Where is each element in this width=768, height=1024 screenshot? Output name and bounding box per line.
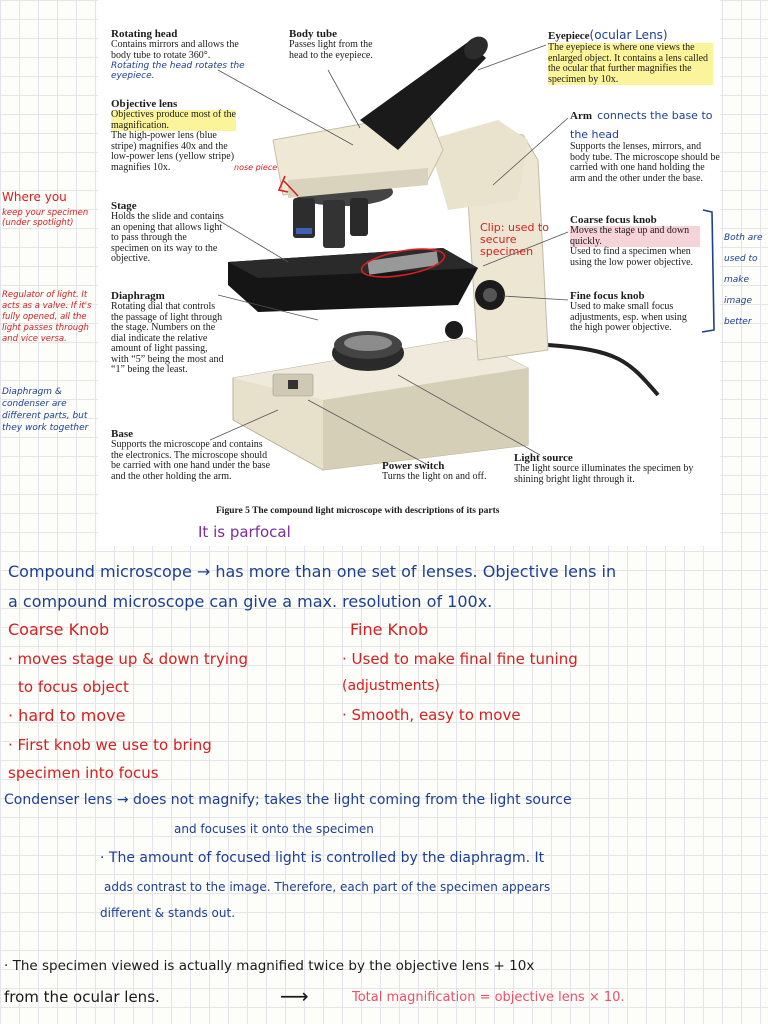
fine-focus-title: Fine focus knob bbox=[570, 290, 645, 302]
fine-knob-line2: (adjustments) bbox=[342, 678, 440, 694]
both-knobs-note: Both are used to make image better bbox=[724, 233, 763, 327]
magnification-arrow: ⟶ bbox=[280, 984, 309, 1008]
light-source-block: Light source The light source illuminate… bbox=[514, 452, 694, 485]
clip-note: Clip: used to secure specimen bbox=[480, 221, 549, 258]
coarse-knob-title: Coarse Knob bbox=[8, 620, 110, 639]
power-switch-text: Turns the light on and off. bbox=[382, 471, 487, 482]
base-title: Base bbox=[111, 428, 133, 440]
coarse-knob-line3: · hard to move bbox=[8, 706, 126, 725]
nose-piece-note: nose piece bbox=[234, 163, 278, 172]
coarse-knob-line2: to focus object bbox=[18, 678, 129, 696]
fine-knob-title: Fine Knob bbox=[350, 620, 429, 639]
coarse-focus-text: Used to find a specimen when using the l… bbox=[570, 246, 694, 268]
stage-block: Stage Holds the slide and contains an op… bbox=[111, 200, 226, 265]
arm-title: Arm bbox=[570, 110, 592, 122]
diaphragm-block: Diaphragm Rotating dial that controls th… bbox=[111, 290, 226, 376]
rotating-head-block: Rotating head Contains mirrors and allow… bbox=[111, 28, 251, 81]
diaphragm-text: Rotating dial that controls the passage … bbox=[111, 301, 224, 375]
diaphragm-contrast-line3: different & stands out. bbox=[100, 906, 236, 920]
power-switch-title: Power switch bbox=[382, 460, 445, 472]
eyepiece-note: (ocular Lens) bbox=[589, 28, 668, 42]
coarse-knob-line1: · moves stage up & down trying bbox=[8, 650, 249, 668]
eyepiece-text: The eyepiece is where one views the enla… bbox=[548, 42, 713, 85]
compound-note-line2: a compound microscope can give a max. re… bbox=[8, 592, 493, 611]
fine-knob-line3: · Smooth, easy to move bbox=[342, 706, 521, 724]
body-tube-block: Body tube Passes light from the head to … bbox=[289, 28, 379, 61]
objective-lens-title: Objective lens bbox=[111, 98, 178, 110]
stage-note-where: Where you bbox=[2, 190, 67, 204]
magnification-note-line1: · The specimen viewed is actually magnif… bbox=[4, 958, 535, 974]
light-source-title: Light source bbox=[514, 452, 573, 464]
coarse-knob-line4: · First knob we use to bring bbox=[8, 736, 212, 754]
arm-text: Supports the lenses, mirrors, and body t… bbox=[570, 141, 720, 184]
base-block: Base Supports the microscope and contain… bbox=[111, 428, 271, 482]
diaphragm-contrast-line1: · The amount of focused light is control… bbox=[100, 850, 545, 866]
objective-lens-block: Objective lens Objectives produce most o… bbox=[111, 98, 236, 173]
rotating-head-title: Rotating head bbox=[111, 28, 178, 40]
arm-note: connects the base to the head bbox=[570, 109, 713, 141]
body-tube-title: Body tube bbox=[289, 28, 337, 40]
power-switch-block: Power switch Turns the light on and off. bbox=[382, 460, 502, 483]
eyepiece-title: Eyepiece bbox=[548, 30, 590, 42]
parfocal-note: It is parfocal bbox=[198, 523, 291, 541]
compound-note-line1: Compound microscope → has more than one … bbox=[8, 562, 617, 581]
figure-caption: Figure 5 The compound light microscope w… bbox=[216, 506, 500, 516]
diaphragm-title: Diaphragm bbox=[111, 290, 165, 302]
textbook-figure: Rotating head Contains mirrors and allow… bbox=[98, 0, 720, 546]
condenser-note-line1: Condenser lens → does not magnify; takes… bbox=[4, 792, 572, 808]
coarse-focus-block: Coarse focus knob Moves the stage up and… bbox=[570, 214, 700, 268]
objective-lens-text-highlight: Objectives produce most of the magnifica… bbox=[111, 109, 236, 131]
stage-title: Stage bbox=[111, 200, 137, 212]
eyepiece-block: Eyepiece(ocular Lens) The eyepiece is wh… bbox=[548, 24, 713, 85]
light-source-text: The light source illuminates the specime… bbox=[514, 463, 694, 485]
coarse-focus-title: Coarse focus knob bbox=[570, 214, 657, 226]
microscope-illustration bbox=[209, 36, 715, 471]
condenser-note-line2: and focuses it onto the specimen bbox=[174, 822, 374, 836]
stage-text: Holds the slide and contains an opening … bbox=[111, 211, 224, 264]
diaphragm-contrast-line2: adds contrast to the image. Therefore, e… bbox=[104, 880, 551, 894]
coarse-focus-text-highlight: Moves the stage up and down quickly. bbox=[570, 225, 700, 247]
diaphragm-note-regulator: Regulator of light. It acts as a valve. … bbox=[2, 290, 92, 344]
stage-note-keep: keep your specimen (under spotlight) bbox=[2, 208, 89, 228]
fine-focus-text: Used to make small focus adjustments, es… bbox=[570, 301, 687, 333]
arm-block: Arm connects the base to the head Suppor… bbox=[570, 104, 720, 184]
fine-knob-line1: · Used to make final fine tuning bbox=[342, 650, 578, 668]
diaphragm-note-condenser: Diaphragm & condenser are different part… bbox=[2, 387, 89, 433]
total-magnification-note: Total magnification = objective lens × 1… bbox=[352, 990, 625, 1005]
body-tube-text: Passes light from the head to the eyepie… bbox=[289, 39, 373, 61]
rotating-head-note: Rotating the head rotates the eyepiece. bbox=[111, 61, 245, 81]
rotating-head-text: Contains mirrors and allows the body tub… bbox=[111, 39, 239, 61]
coarse-knob-line5: specimen into focus bbox=[8, 764, 159, 782]
fine-focus-block: Fine focus knob Used to make small focus… bbox=[570, 290, 700, 334]
objective-lens-text: The high-power lens (blue stripe) magnif… bbox=[111, 130, 235, 173]
magnification-note-line2: from the ocular lens. bbox=[4, 988, 160, 1006]
base-text: Supports the microscope and contains the… bbox=[111, 439, 271, 482]
